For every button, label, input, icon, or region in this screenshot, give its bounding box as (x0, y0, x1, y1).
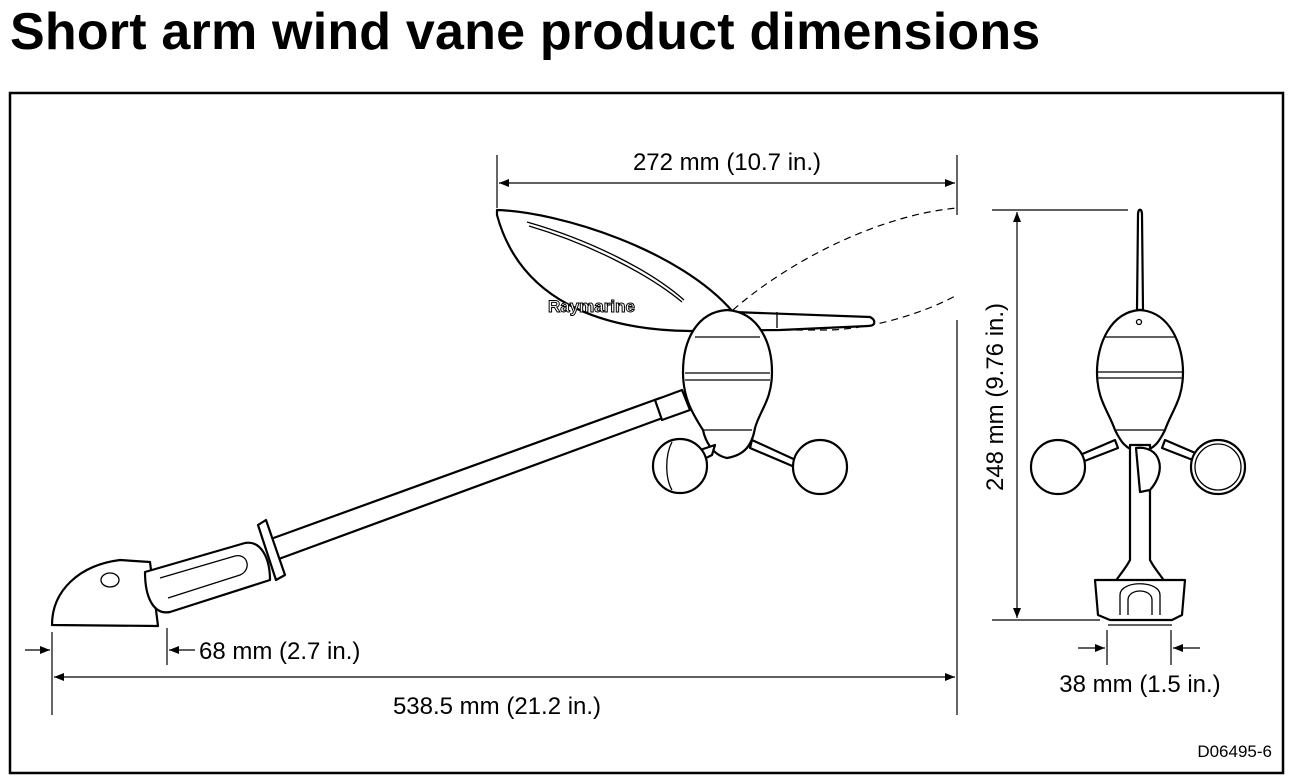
dimension-base-length: 68 mm (2.7 in.) (25, 628, 360, 665)
drawing-id: D06495-6 (1197, 742, 1272, 761)
vane-width-label: 272 mm (10.7 in.) (633, 149, 821, 176)
wind-vane-side-view: Raymarine (50, 207, 958, 628)
page-title: Short arm wind vane product dimensions (10, 3, 1041, 61)
diagram-frame (8, 91, 1285, 775)
total-length-label: 538.5 mm (21.2 in.) (393, 693, 601, 720)
brand-logo: Raymarine (548, 297, 635, 316)
wind-vane-front-view (1029, 208, 1247, 626)
dimension-height: 248 mm (9.76 in.) (982, 209, 1128, 621)
dimension-base-width: 38 mm (1.5 in.) (1059, 630, 1221, 698)
dimension-total-length: 538.5 mm (21.2 in.) (51, 320, 958, 720)
dimension-vane-width: 272 mm (10.7 in.) (496, 149, 958, 215)
base-length-label: 68 mm (2.7 in.) (199, 638, 360, 665)
base-width-label: 38 mm (1.5 in.) (1059, 671, 1220, 698)
height-label: 248 mm (9.76 in.) (982, 303, 1009, 491)
